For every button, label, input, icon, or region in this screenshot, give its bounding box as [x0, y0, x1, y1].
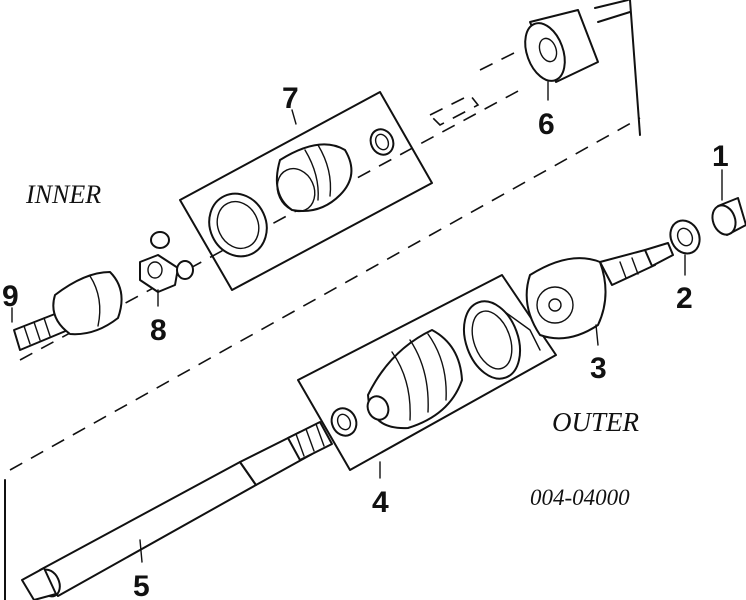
callout-9: 9 [2, 280, 19, 313]
shaft-stub-dashed-6 [428, 93, 480, 126]
outer-joint-hub-3 [548, 298, 562, 312]
callout-8: 8 [150, 314, 167, 347]
damper-part-6 [428, 0, 631, 126]
tripod-roller-top-8 [150, 231, 170, 249]
outer-joint-housing-3 [525, 257, 607, 340]
kit-4-frame [297, 274, 557, 471]
inner-boot-rim-7 [276, 167, 316, 213]
inner-boot-folds-7 [304, 144, 332, 201]
housing-edge-9 [89, 275, 101, 327]
washer-outer-2 [669, 219, 701, 255]
clamp-band-small-7 [369, 128, 395, 156]
tripod-hub-8 [147, 261, 163, 279]
clamp-band-large-7 [208, 192, 268, 258]
ring-face-1 [711, 204, 737, 236]
washer-inner-2 [676, 227, 694, 247]
boot-kit-box-4 [297, 274, 557, 471]
callout-3: 3 [590, 352, 607, 385]
label-outer: OUTER [552, 407, 640, 437]
outer-boot-neck-4 [366, 395, 390, 421]
washer-part-2 [669, 219, 701, 255]
callout-5: 5 [133, 570, 150, 600]
shaft-part-5 [21, 421, 333, 600]
ring-part-1 [711, 197, 746, 236]
callout-7: 7 [282, 82, 299, 115]
tripod-body-8 [139, 254, 179, 293]
frame-edge-right [629, 0, 641, 136]
leader-3 [595, 324, 599, 346]
outer-joint-cage-3 [536, 286, 574, 324]
outer-joint-3 [525, 242, 674, 340]
leader-5 [139, 539, 143, 563]
callout-6: 6 [538, 108, 555, 141]
outer-boot-folds-4 [391, 333, 447, 421]
inner-housing-9 [52, 271, 123, 336]
clamp-band-small-4 [330, 407, 358, 437]
clamp-tail-4 [504, 311, 541, 351]
shaft-spline-left-5 [21, 567, 57, 600]
outer-thread-3 [644, 242, 674, 267]
leader-7 [291, 109, 297, 125]
leader-lines [11, 81, 723, 563]
outer-spline-lines-3 [619, 257, 639, 279]
spline-teeth-9 [23, 317, 51, 345]
center-axis-lines [4, 0, 641, 600]
diagram-code: 004-04000 [530, 485, 630, 510]
shaft-end-6 [594, 0, 631, 23]
clamp-band-small-inner-7 [374, 133, 390, 151]
tripod-roller-right-8 [176, 260, 194, 280]
kit-7-frame [179, 91, 433, 291]
inner-boot-7 [276, 143, 353, 212]
clamp-band-large-inner-4 [471, 310, 513, 370]
shaft-spline-teeth-5 [295, 423, 325, 457]
tripod-part-8 [139, 231, 194, 293]
shaft-dash-6 [479, 49, 521, 71]
clamp-band-inner-7 [216, 200, 260, 250]
damper-hole-6 [538, 37, 558, 63]
label-inner: INNER [25, 180, 101, 209]
callout-2: 2 [676, 282, 693, 315]
inner-joint-9 [13, 271, 123, 351]
damper-face-6 [524, 22, 566, 82]
clamp-band-large-4 [462, 300, 522, 380]
boot-kit-box-7 [179, 91, 433, 291]
axis-line-lower [9, 117, 641, 471]
clamp-band-small-inner-4 [336, 413, 352, 431]
callout-1: 1 [712, 140, 729, 173]
callout-4: 4 [372, 486, 389, 519]
